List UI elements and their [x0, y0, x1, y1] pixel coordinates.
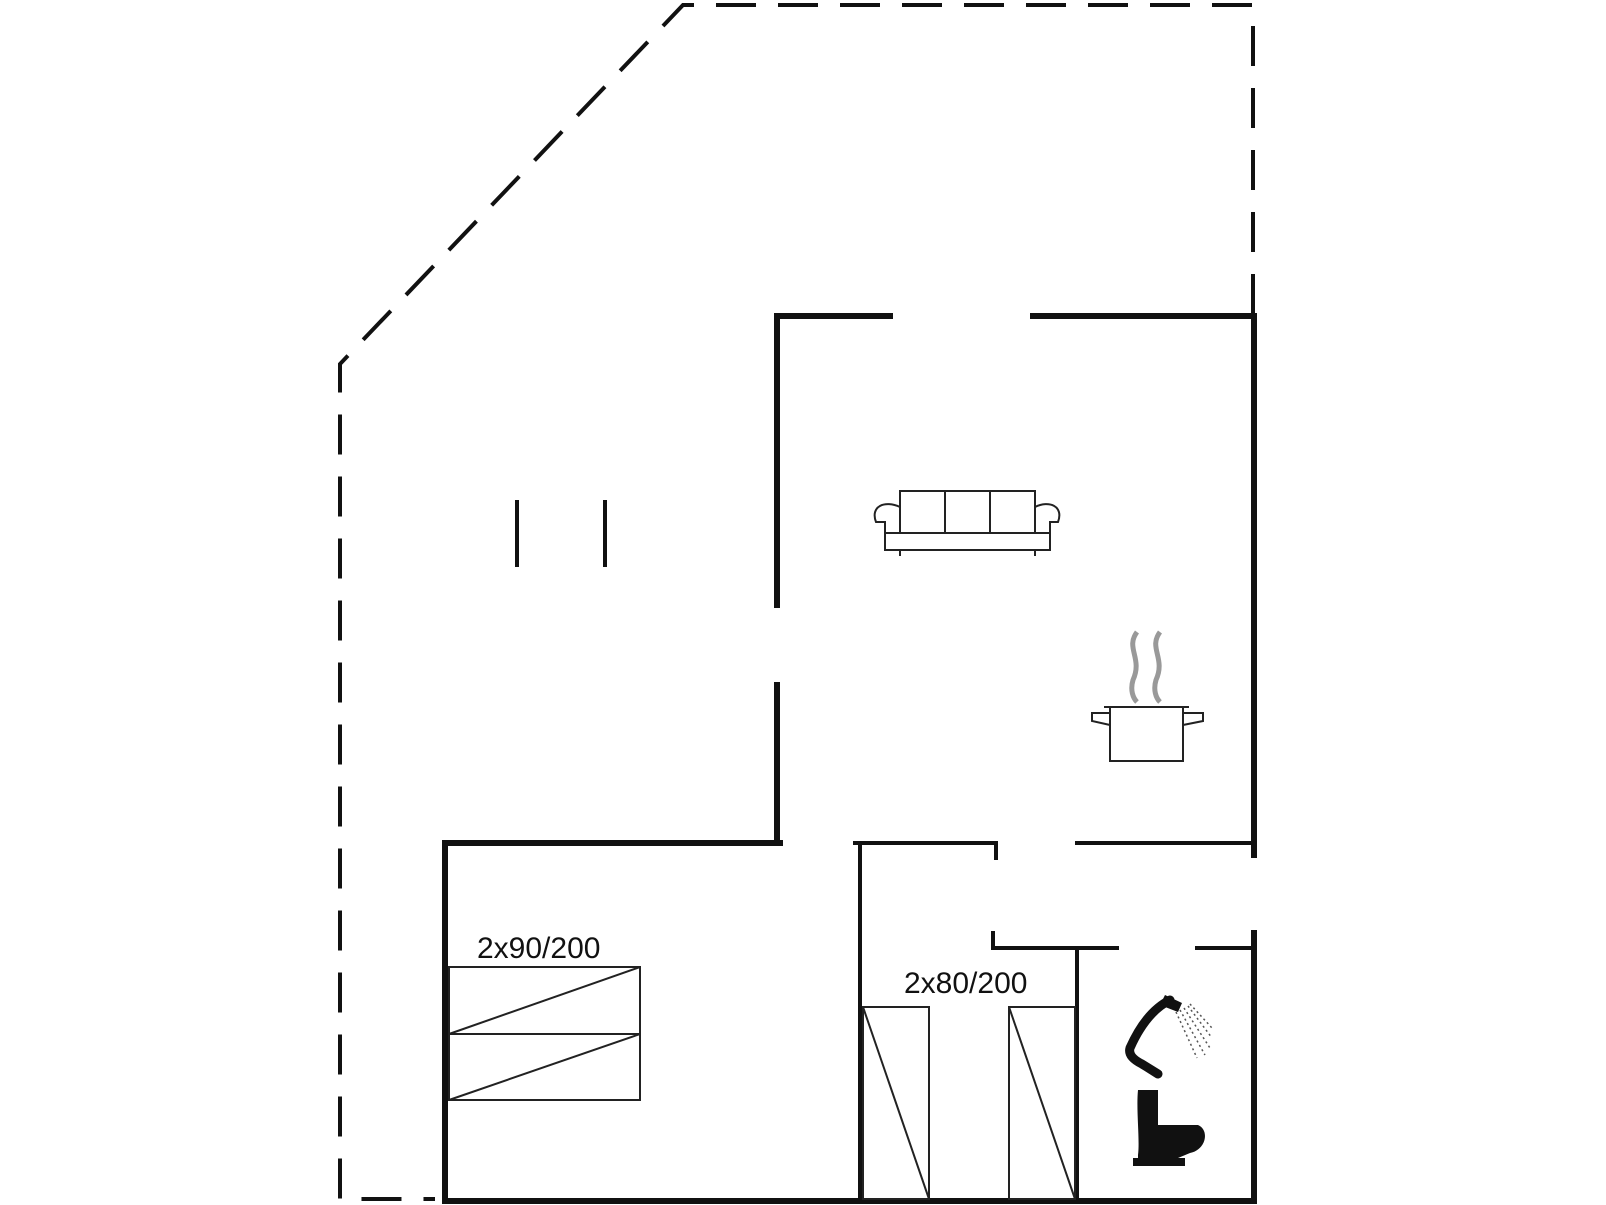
- wall-bath-top: [991, 931, 1119, 950]
- dashed-outline: [338, 2, 1255, 1201]
- wall-top-right: [1030, 313, 1257, 858]
- bed-single-1: [862, 1006, 930, 1200]
- sofa-icon: [873, 490, 1061, 556]
- walls: [442, 313, 1257, 1204]
- bed-label-2: 2x80/200: [904, 967, 1027, 1000]
- bed-double-left: [448, 966, 641, 1101]
- toilet-icon: [1133, 1090, 1205, 1166]
- bed-label-1: 2x90/200: [477, 932, 600, 965]
- cooking-pot-icon: [1091, 630, 1204, 762]
- wall-lower-left: [442, 840, 1257, 1204]
- bed-single-2: [1008, 1006, 1076, 1200]
- wall-top-left: [774, 313, 893, 608]
- bed-icon: [448, 966, 1076, 1200]
- shower-icon: [1125, 995, 1213, 1079]
